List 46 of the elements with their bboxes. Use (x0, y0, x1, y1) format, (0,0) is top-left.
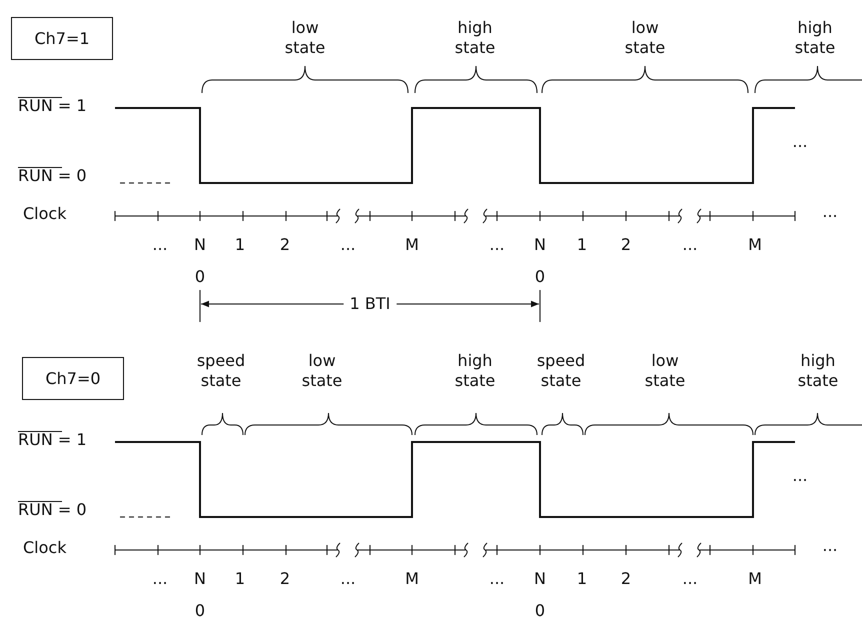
state-label: low state (284, 18, 326, 58)
tick-label: ... (682, 569, 698, 589)
tick-label: M (405, 235, 419, 255)
clock-label: Clock (23, 538, 66, 558)
state-label: high state (454, 18, 496, 58)
tick-label: ... (152, 569, 168, 589)
tick-label: ... (489, 569, 505, 589)
tick-label: M (405, 569, 419, 589)
tick-label: N (534, 569, 546, 589)
state-label: high state (794, 18, 836, 58)
tick-label: 0 (534, 267, 546, 287)
tick-label: 1 (234, 235, 246, 255)
tick-label: 2 (620, 569, 632, 589)
ellipsis: ... (792, 466, 808, 486)
tick-label: 1 (234, 569, 246, 589)
tick-label: 2 (280, 235, 290, 255)
ellipsis: ... (822, 202, 838, 222)
tick-label: 2 (280, 569, 290, 589)
state-label: high state (798, 351, 838, 391)
state-label: speed state (196, 351, 246, 391)
state-label: speed state (536, 351, 586, 391)
tick-label: 0 (534, 601, 546, 617)
clock-label: Clock (23, 204, 66, 224)
ellipsis: ... (792, 132, 808, 152)
state-label: low state (302, 351, 342, 391)
tick-label: N (194, 235, 206, 255)
state-label: low state (624, 18, 666, 58)
tick-label: 1 (576, 569, 588, 589)
tick-label: 2 (620, 235, 632, 255)
label-box: Ch7=1 (11, 17, 113, 60)
label-box: Ch7=0 (22, 357, 124, 400)
tick-label: ... (682, 235, 698, 255)
tick-label: ... (489, 235, 505, 255)
tick-label: 1 (576, 235, 588, 255)
state-label: high state (454, 351, 496, 391)
state-label: low state (644, 351, 686, 391)
tick-label: M (748, 235, 762, 255)
tick-label: M (748, 569, 762, 589)
tick-label: ... (152, 235, 168, 255)
tick-label: 0 (194, 601, 206, 617)
tick-label: ... (340, 235, 356, 255)
tick-label: N (194, 569, 206, 589)
tick-label: ... (340, 569, 356, 589)
tick-label: N (534, 235, 546, 255)
ellipsis: ... (822, 536, 838, 556)
tick-label: 0 (194, 267, 206, 287)
